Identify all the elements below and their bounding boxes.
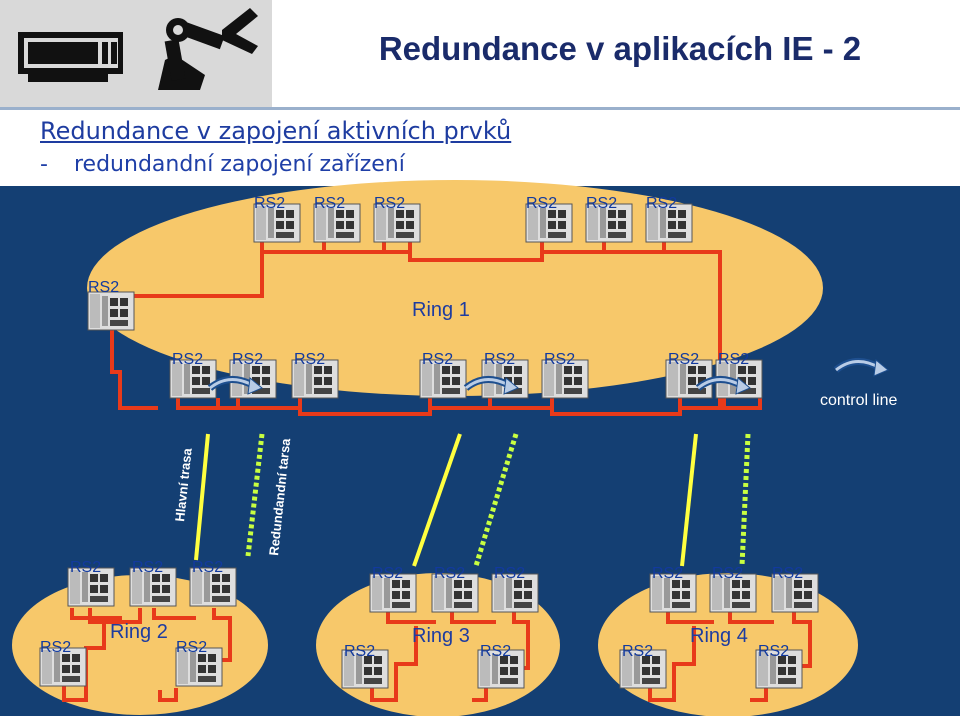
device-label: RS2 [718,351,749,368]
section-subtitle: Redundance v zapojení aktivních prvků [40,117,512,145]
header-divider [0,107,960,110]
redundant-path-lines [245,433,751,567]
device-label: RS2 [70,559,101,576]
main-path-label: Hlavní trasa [172,447,195,523]
logo-panel [0,0,272,107]
control-line-legend-icon [836,360,888,376]
ring1-bottom-labels: RS2 RS2 RS2 RS2 RS2 RS2 RS2 RS2 [172,351,749,368]
device-label: RS2 [294,351,325,368]
header: Redundance v aplikacích IE - 2 [0,0,960,110]
device-label: RS2 [434,565,465,582]
bullet-dash: - [40,152,48,177]
device-label: RS2 [422,351,453,368]
device-label: RS2 [254,195,285,212]
device-label: RS2 [192,559,223,576]
device-label: RS2 [544,351,575,368]
device-label: RS2 [526,195,557,212]
device-label: RS2 [232,351,263,368]
device-label: RS2 [484,351,515,368]
device-label: RS2 [172,351,203,368]
device-label: RS2 [480,643,511,660]
ring1-label: Ring 1 [412,299,470,321]
ring2-labels: RS2 RS2 RS2 RS2 RS2 [40,559,223,656]
ring4-links [648,612,812,702]
device-label: RS2 [40,639,71,656]
device-label: RS2 [314,195,345,212]
bullet-item: - redundandní zapojení zařízení [40,152,405,177]
ring1-links [110,240,762,416]
control-line-label: control line [820,392,897,409]
page-title: Redundance v aplikacích IE - 2 [378,30,862,67]
bullet-text: redundandní zapojení zařízení [74,152,405,177]
ring4-labels: RS2 RS2 RS2 RS2 RS2 [622,565,803,660]
device-label: RS2 [758,643,789,660]
ring1-left-device [87,291,135,331]
device-label: RS2 [712,565,743,582]
device-label: RS2 [372,565,403,582]
ring1-top-labels: RS2 RS2 RS2 RS2 RS2 RS2 [254,195,677,212]
device-label: RS2 [344,643,375,660]
device-label: RS2 [668,351,699,368]
device-label: RS2 [176,639,207,656]
ring2-label: Ring 2 [110,621,168,643]
main-path-lines [194,433,698,567]
device-label: RS2 [646,195,677,212]
ring4-label: Ring 4 [690,625,748,647]
device-label: RS2 [494,565,525,582]
device-label: RS2 [132,559,163,576]
device-label: RS2 [622,643,653,660]
redundant-path-label: Redundandní tarsa [266,437,293,556]
device-label: RS2 [374,195,405,212]
device-label: RS2 [88,279,119,296]
device-label: RS2 [586,195,617,212]
ring3-labels: RS2 RS2 RS2 RS2 RS2 [344,565,525,660]
industrial-logo-icon [18,8,258,90]
device-label: RS2 [652,565,683,582]
device-label: RS2 [772,565,803,582]
ring3-label: Ring 3 [412,625,470,647]
